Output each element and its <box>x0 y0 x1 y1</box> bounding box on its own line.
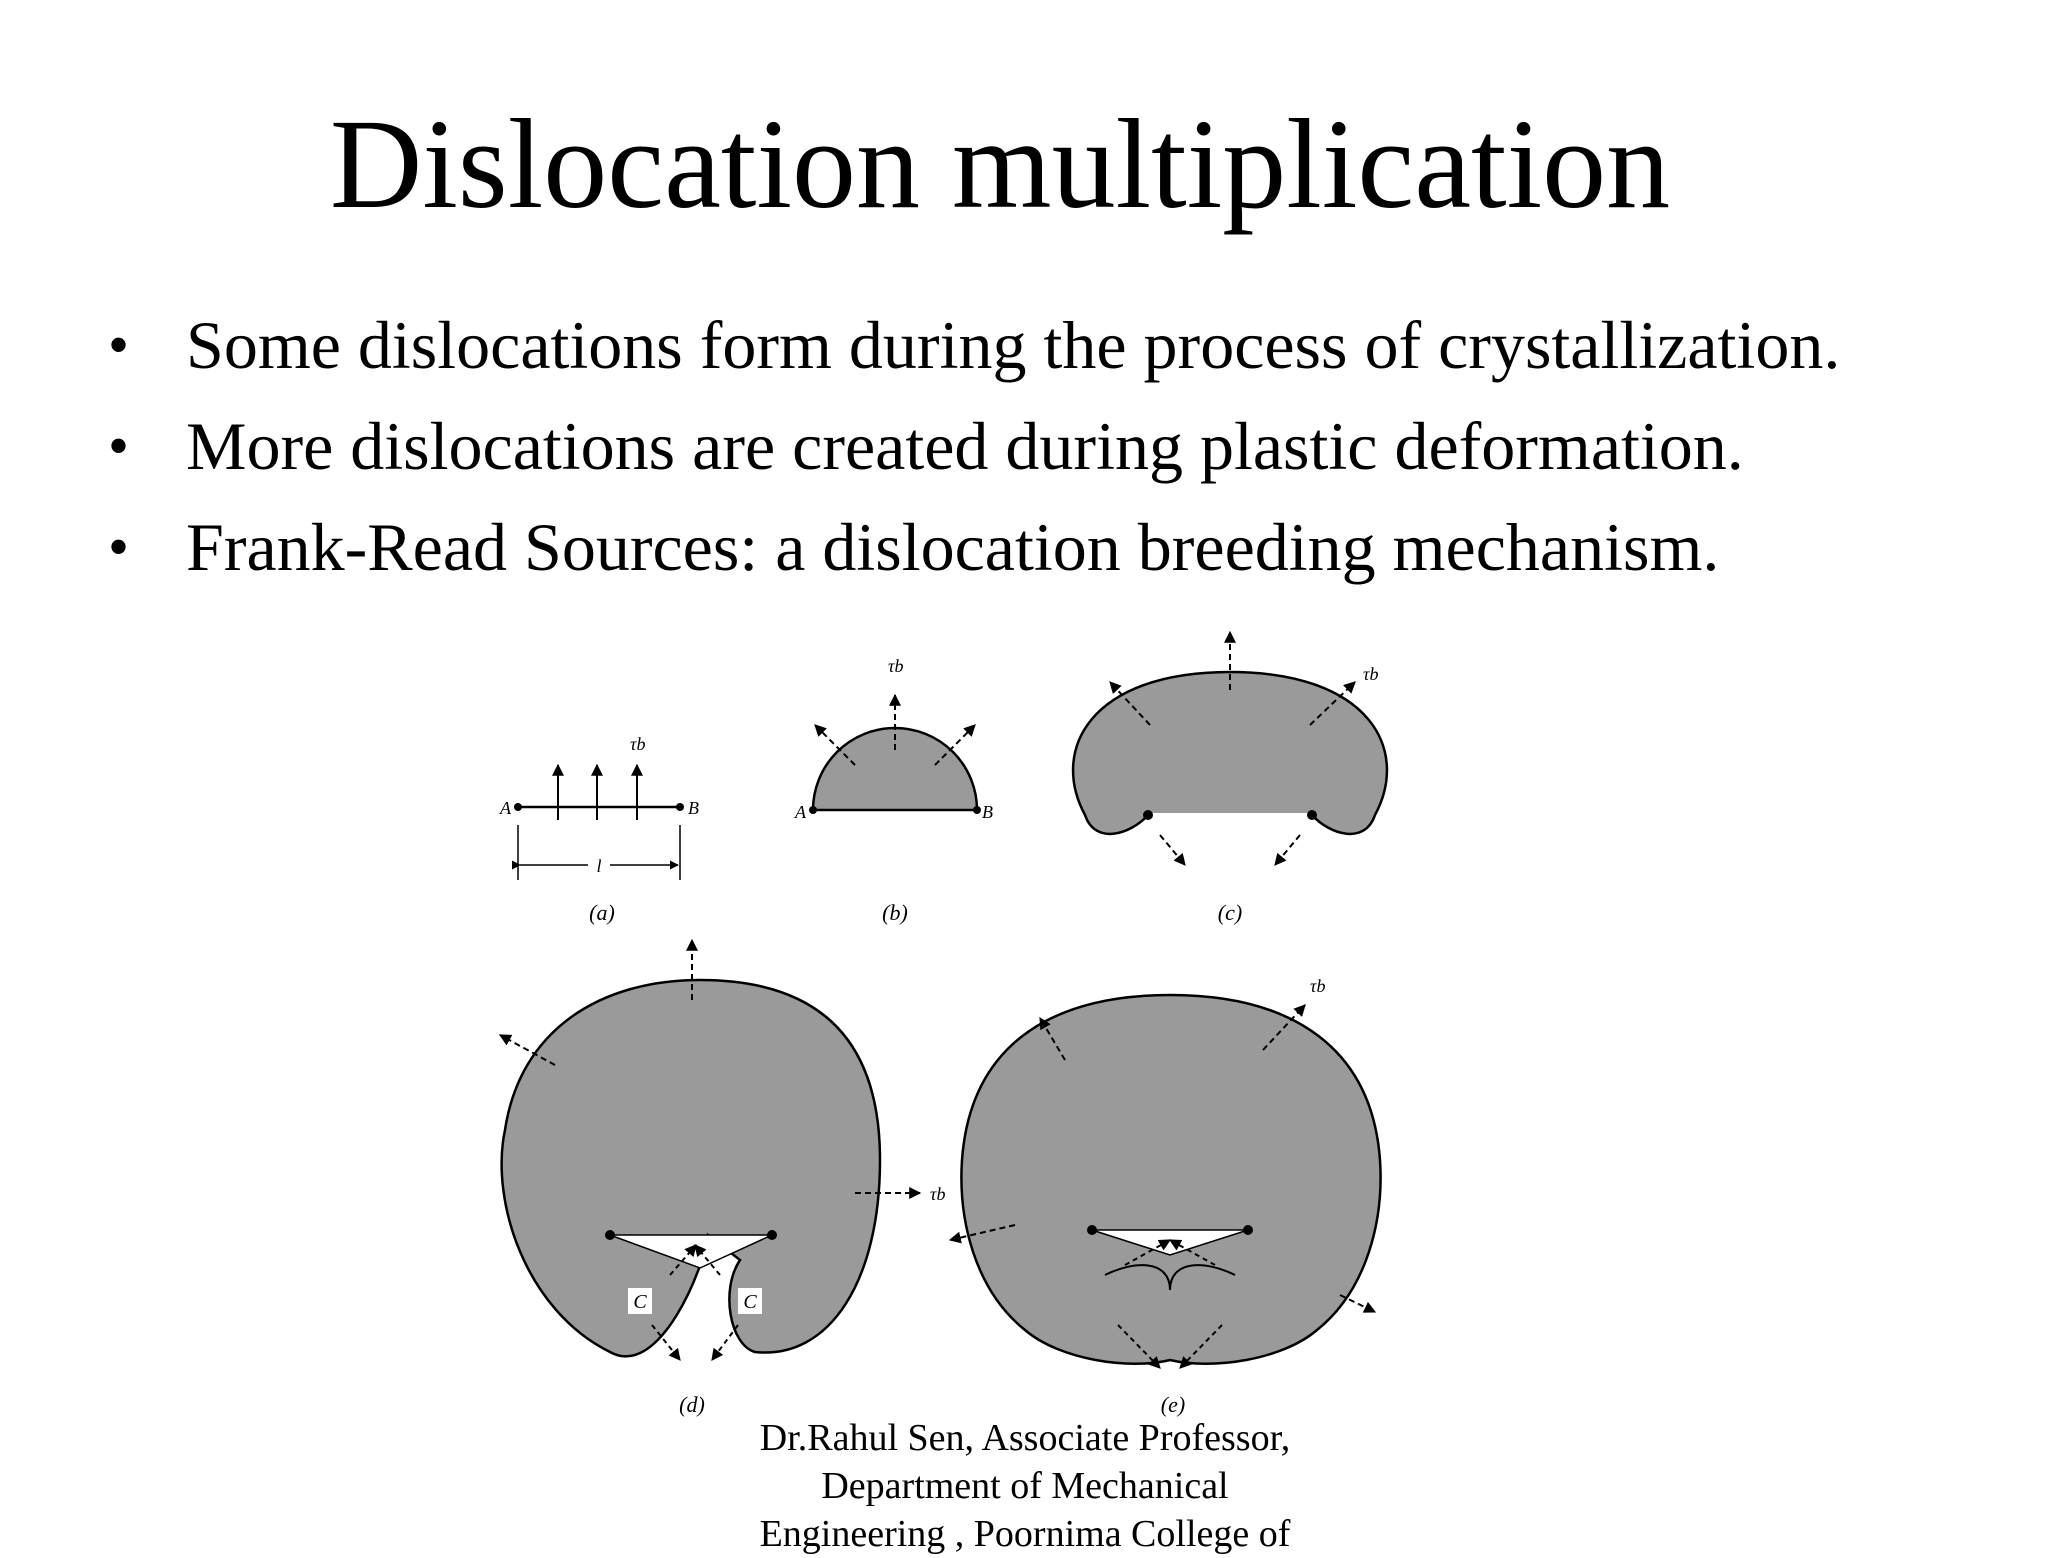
bullet-icon: • <box>108 312 130 378</box>
bullet-text: Frank-Read Sources: a dislocation breedi… <box>186 509 1720 585</box>
force-label: τb <box>1363 664 1378 684</box>
footer-line: Department of Mechanical <box>821 1465 1229 1507</box>
point-a-label: A <box>499 798 512 818</box>
panel-label-b: (b) <box>882 900 908 925</box>
panel-b: A B τb (b) <box>794 656 993 925</box>
panel-c: τb (c) <box>1071 630 1389 925</box>
bullet-icon: • <box>108 413 130 479</box>
force-label: τb <box>888 656 903 676</box>
slide-footer: Dr.Rahul Sen, Associate Professor, Depar… <box>700 1414 1350 1558</box>
slide-title: Dislocation multiplication <box>329 93 1671 235</box>
c-label: C <box>633 1291 647 1313</box>
bullet-text: More dislocations are created during pla… <box>186 408 1744 484</box>
bullet-text: Some dislocations form during the proces… <box>186 307 1841 383</box>
panel-label-c: (c) <box>1218 900 1242 925</box>
force-label: τb <box>930 1184 945 1204</box>
c-label: C <box>743 1291 757 1313</box>
bullet-list: • Some dislocations form during the proce… <box>108 295 1840 598</box>
panel-label-d: (d) <box>679 1392 705 1417</box>
panel-e: τb (e) <box>948 976 1382 1417</box>
panel-label-e: (e) <box>1161 1392 1185 1417</box>
point-a-label: A <box>794 802 807 822</box>
bullet-icon: • <box>108 514 130 580</box>
panel-a: l A B τb (a) <box>499 734 699 925</box>
length-label: l <box>596 856 601 876</box>
bullet-item: • Frank-Read Sources: a dislocation breed… <box>108 497 1840 598</box>
bullet-item: • More dislocations are created during pl… <box>108 396 1840 497</box>
panel-label-a: (a) <box>589 900 615 925</box>
point-b-label: B <box>688 798 699 818</box>
footer-line: Engineering , Poornima College of <box>759 1513 1291 1555</box>
panel-d: C C τb (d) <box>498 938 945 1417</box>
footer-line: Dr.Rahul Sen, Associate Professor, <box>759 1417 1291 1459</box>
bullet-item: • Some dislocations form during the proce… <box>108 295 1840 396</box>
frank-read-source-figure: l A B τb (a) A B τb (b) <box>498 630 1389 1417</box>
force-label: τb <box>1310 976 1325 996</box>
force-label: τb <box>630 734 645 754</box>
point-b-label: B <box>982 802 993 822</box>
